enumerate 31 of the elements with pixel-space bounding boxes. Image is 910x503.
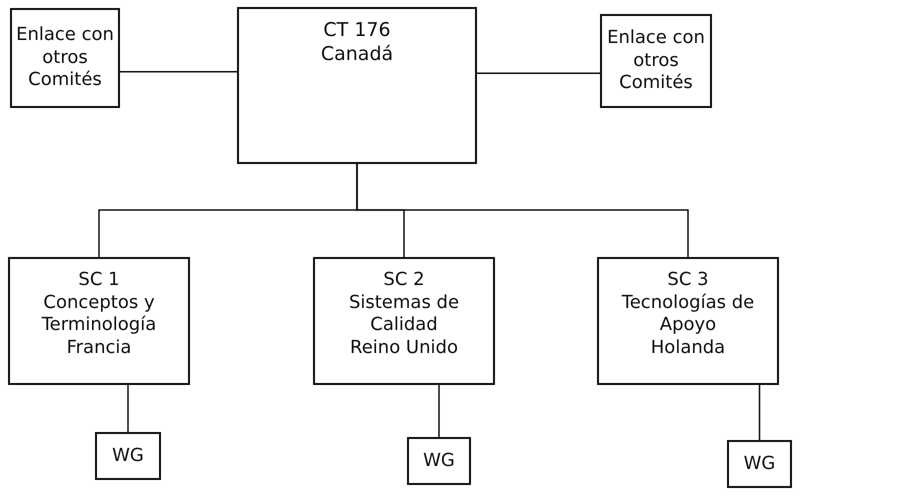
box-label: SC 1 xyxy=(78,269,120,292)
connector-line xyxy=(127,385,129,432)
box-label: WG xyxy=(423,450,455,472)
box-label: Conceptos y Terminología xyxy=(40,292,158,336)
org-box xyxy=(8,257,190,385)
org-box xyxy=(407,437,471,485)
connector-line xyxy=(356,164,689,257)
box-label: Francia xyxy=(66,336,132,359)
org-box xyxy=(313,257,495,385)
connector-line xyxy=(758,385,760,440)
box-label: WG xyxy=(112,444,144,468)
box-label: CT 176 xyxy=(323,19,391,43)
box-label: Sistemas de Calidad xyxy=(348,292,460,336)
box-label: WG xyxy=(744,452,776,476)
org-box xyxy=(237,7,477,164)
box-label: Reino Unido xyxy=(350,336,458,359)
org-box xyxy=(10,8,120,108)
connector-line xyxy=(438,385,440,437)
box-label: Enlace con otros Comités xyxy=(16,24,114,92)
connector-line xyxy=(120,71,237,72)
org-box xyxy=(95,432,161,480)
box-label: Enlace con otros Comités xyxy=(606,27,706,95)
box-label: Tecnologías de Apoyo xyxy=(620,292,756,336)
box-label: Holanda xyxy=(650,336,726,359)
box-label: SC 2 xyxy=(383,269,425,292)
org-box xyxy=(600,14,712,108)
connector-line xyxy=(477,72,600,74)
box-label: SC 3 xyxy=(667,269,709,292)
box-label: Canadá xyxy=(320,42,394,66)
org-box xyxy=(597,257,779,385)
org-box xyxy=(727,440,792,488)
